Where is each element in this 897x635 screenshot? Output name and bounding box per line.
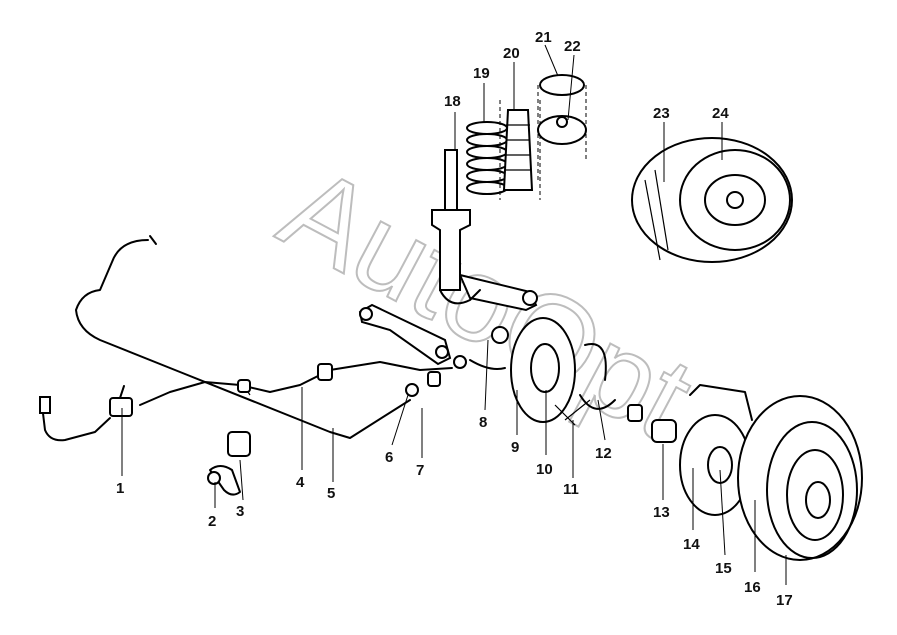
- callout-7: 7: [416, 462, 424, 479]
- callout-8: 8: [479, 414, 487, 431]
- callout-labels: 1 2 3 4 5 6 7 8 9 10 11 12 13 14 15 16 1…: [116, 29, 793, 609]
- callout-13: 13: [653, 504, 670, 521]
- callout-1: 1: [116, 480, 124, 497]
- part-fasteners: [405, 326, 509, 397]
- callout-2: 2: [208, 513, 216, 530]
- callout-20: 20: [503, 45, 520, 62]
- callout-16: 16: [744, 579, 761, 596]
- part-trailing-arm: [458, 273, 538, 312]
- callout-9: 9: [511, 439, 519, 456]
- part-top-mount: [537, 74, 587, 180]
- part-dust-boot: [499, 100, 541, 200]
- part-spare-tire: [631, 137, 793, 263]
- callout-21: 21: [535, 29, 552, 46]
- callout-10: 10: [536, 461, 553, 478]
- part-brake-cable: [139, 361, 453, 406]
- part-brake-drum: [679, 384, 753, 516]
- part-brake-hose: [39, 385, 133, 442]
- part-brake-shoes: [554, 343, 616, 426]
- callout-14: 14: [683, 536, 700, 553]
- part-bushing-clamp: [207, 431, 251, 496]
- part-hub-bearing: [627, 404, 677, 443]
- part-control-arm: [358, 303, 452, 366]
- part-coil-spring: [466, 121, 508, 195]
- callout-24: 24: [712, 105, 729, 122]
- part-backing-plate: [510, 317, 576, 423]
- callout-11: 11: [563, 481, 579, 498]
- callout-23: 23: [653, 105, 670, 122]
- part-road-wheel: [737, 395, 863, 561]
- callout-6: 6: [385, 449, 393, 466]
- callout-17: 17: [776, 592, 793, 609]
- callout-18: 18: [444, 93, 461, 110]
- callout-5: 5: [327, 485, 335, 502]
- callout-15: 15: [715, 560, 732, 577]
- callout-12: 12: [595, 445, 612, 462]
- leader-lines: [121, 44, 787, 585]
- callout-4: 4: [296, 474, 305, 491]
- callout-19: 19: [473, 65, 490, 82]
- part-stabilizer-bar: [75, 235, 411, 439]
- callout-22: 22: [564, 38, 581, 55]
- part-shock-absorber: [431, 149, 481, 305]
- callout-3: 3: [236, 503, 244, 520]
